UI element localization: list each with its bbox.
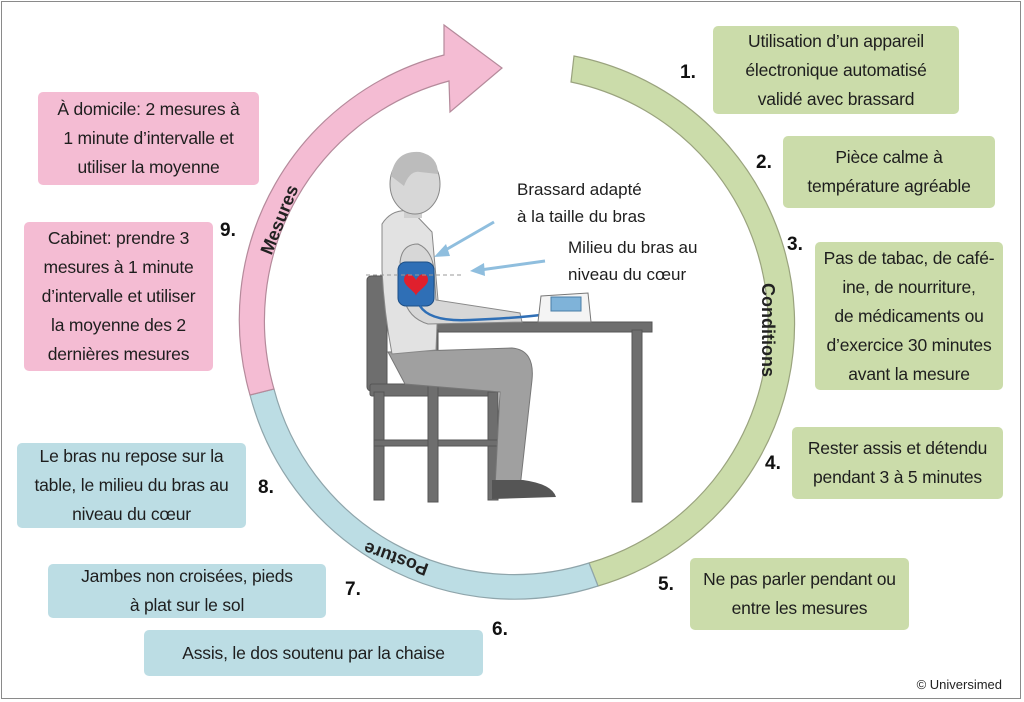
step-3-box: Pas de tabac, de café- ine, de nourritur… [815,242,1003,390]
mesures-arrow [238,23,503,396]
step-number-2: 2. [756,152,772,173]
patient-illustration [366,151,653,503]
step-6-box: Assis, le dos soutenu par la chaise [144,630,483,676]
copyright-credit: © Universimed [916,677,1002,692]
step-1-box: Utilisation d’un appareil électronique a… [713,26,959,114]
step-number-3: 3. [787,234,803,255]
step-5-box: Ne pas parler pendant ou entre les mesur… [690,558,909,630]
step-9-cabinet-box: Cabinet: prendre 3 mesures à 1 minute d’… [24,222,213,371]
step-2-box: Pièce calme à température agréable [783,136,995,208]
conditions-label: Conditions [758,283,778,377]
step-number-8: 8. [258,477,274,498]
step-number-4: 4. [765,453,781,474]
table-drawing [399,321,653,503]
step-number-6: 6. [492,619,508,640]
step-9-home-box: À domicile: 2 mesures à 1 minute d’inter… [38,92,259,185]
step-4-box: Rester assis et détendu pendant 3 à 5 mi… [792,427,1003,499]
heart-level-annotation: Milieu du bras au niveau du cœur [568,238,698,284]
step-number-1: 1. [680,62,696,83]
step-8-box: Le bras nu repose sur la table, le milie… [17,443,246,528]
step-7-box: Jambes non croisées, pieds à plat sur le… [48,564,326,618]
cuff-annotation: Brassard adapté à la taille du bras [517,180,646,226]
step-number-9: 9. [220,220,236,241]
step-number-5: 5. [658,574,674,595]
step-number-7: 7. [345,579,361,600]
